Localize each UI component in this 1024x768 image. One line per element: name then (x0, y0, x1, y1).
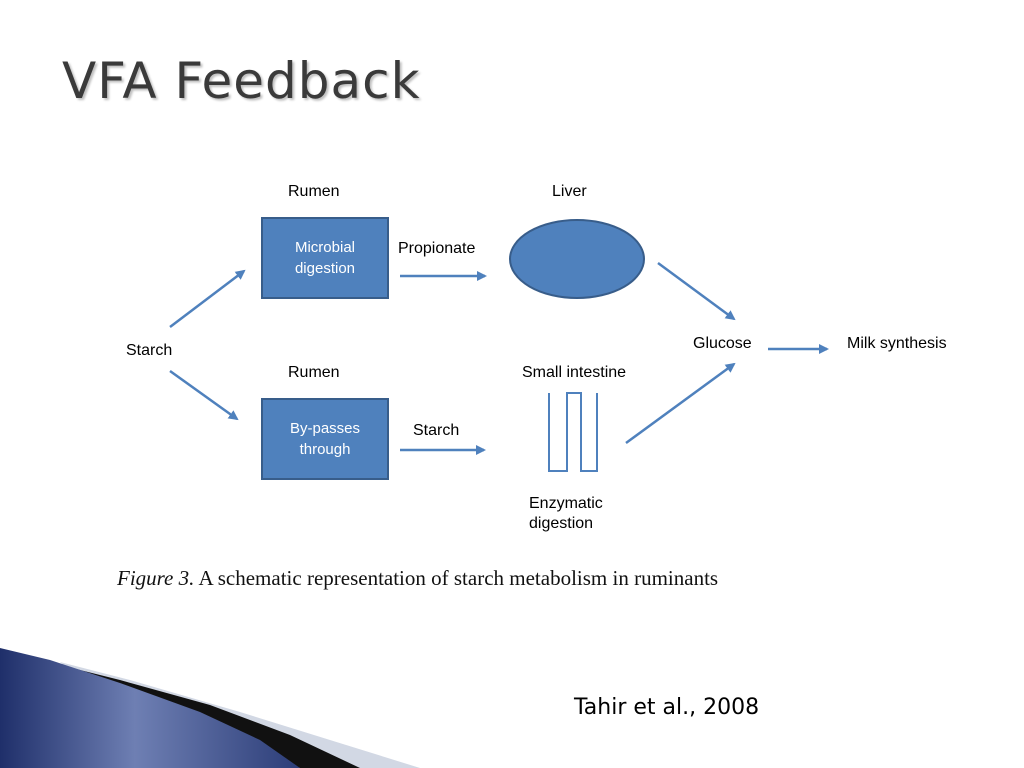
starch-source-label: Starch (126, 342, 173, 359)
figure-caption: Figure 3. A schematic representation of … (117, 566, 718, 591)
figure-caption-text: A schematic representation of starch met… (198, 566, 719, 590)
glucose-label: Glucose (693, 335, 752, 352)
enzymatic-digestion-label: Enzymatic digestion (529, 494, 603, 534)
propionate-label: Propionate (398, 240, 476, 257)
enzymatic-line-1: Enzymatic (529, 495, 603, 512)
arrow-starch-to-bypass (169, 369, 239, 421)
liver-shape (509, 219, 645, 299)
bypass-box: By-passes through (261, 398, 389, 480)
rumen-label-top: Rumen (288, 183, 340, 200)
enzymatic-line-2: digestion (529, 515, 594, 532)
small-intestine-label: Small intestine (522, 364, 627, 381)
figure-caption-prefix: Figure 3. (117, 566, 195, 590)
bypass-text: By-passes through (289, 420, 361, 458)
starch-flow-label: Starch (413, 422, 460, 439)
microbial-digestion-box: Microbial digestion (261, 217, 389, 299)
milk-synthesis-label: Milk synthesis (847, 335, 947, 352)
arrow-starch-to-microbial (169, 269, 246, 328)
arrow-intestine-to-glucose (625, 362, 736, 445)
rumen-label-bottom: Rumen (288, 364, 340, 381)
slide-title: VFA Feedback (62, 52, 421, 110)
citation-text: Tahir et al., 2008 (574, 695, 760, 720)
liver-label: Liver (552, 183, 587, 200)
small-intestine-shape (548, 392, 598, 472)
microbial-digestion-text: Microbial digestion (294, 239, 356, 277)
arrow-liver-to-glucose (657, 261, 736, 321)
